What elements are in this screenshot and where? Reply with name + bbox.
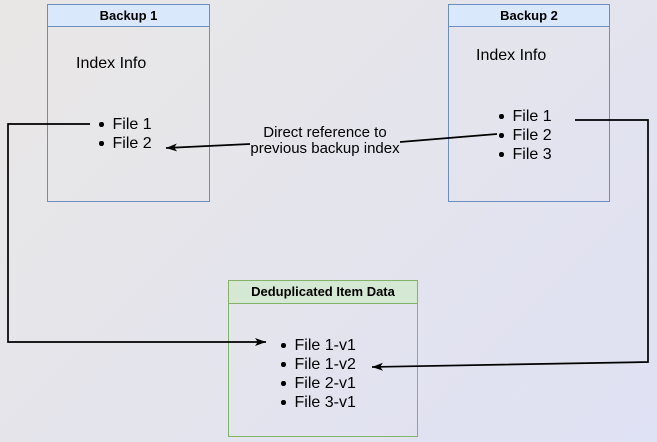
- list-item: File 1: [499, 107, 552, 126]
- backup2-title: Backup 2: [500, 8, 558, 23]
- backup1-title: Backup 1: [99, 8, 158, 23]
- direct-reference-label: Direct reference to previous backup inde…: [215, 125, 435, 157]
- list-item: File 2-v1: [281, 374, 356, 393]
- backup2-header: Backup 2: [449, 5, 609, 27]
- backup2-subtitle: Index Info: [476, 47, 547, 64]
- direct-reference-label-line2: previous backup index: [250, 140, 400, 157]
- dedup-header: Deduplicated Item Data: [229, 281, 417, 304]
- list-item: File 1-v1: [281, 336, 356, 355]
- list-item: File 3-v1: [281, 393, 356, 412]
- list-item: File 1: [99, 115, 152, 134]
- list-item: File 1-v2: [281, 355, 356, 374]
- list-item: File 2: [499, 126, 552, 145]
- list-item: File 2: [99, 134, 152, 153]
- backup1-subtitle: Index Info: [76, 55, 147, 72]
- backup1-header: Backup 1: [48, 5, 209, 27]
- list-item: File 3: [499, 145, 552, 164]
- direct-reference-label-line1: Direct reference to: [263, 124, 387, 141]
- dedup-title: Deduplicated Item Data: [251, 284, 395, 299]
